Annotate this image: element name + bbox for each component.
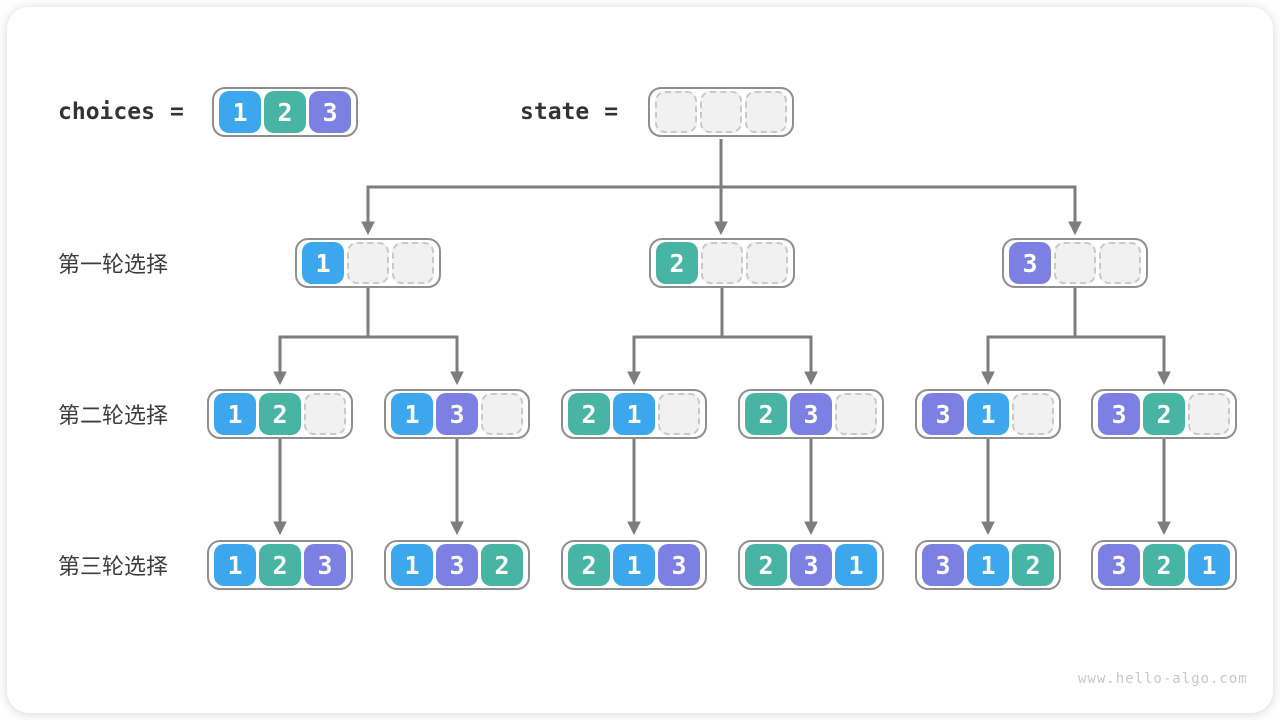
value-cell-1: 1 [613, 544, 655, 586]
value-cell-1: 1 [219, 91, 261, 133]
value-cell-3: 3 [790, 544, 832, 586]
value-cell-3: 3 [1009, 242, 1051, 284]
empty-slot-cell [347, 242, 389, 284]
empty-slot-cell [746, 242, 788, 284]
empty-slot-cell [701, 242, 743, 284]
value-cell-2: 2 [481, 544, 523, 586]
value-cell-3: 3 [1098, 393, 1140, 435]
value-cell-1: 1 [302, 242, 344, 284]
round-1-label: 第一轮选择 [58, 252, 169, 277]
round-3-label: 第三轮选择 [58, 554, 169, 579]
state-equals-sign: = [604, 99, 619, 125]
value-cell-3: 3 [1098, 544, 1140, 586]
round-1-state-node-1: 1 [295, 238, 441, 288]
state-array-node [648, 87, 794, 137]
value-cell-3: 3 [658, 544, 700, 586]
value-cell-1: 1 [214, 393, 256, 435]
value-cell-3: 3 [436, 544, 478, 586]
value-cell-1: 1 [391, 393, 433, 435]
value-cell-1: 1 [967, 393, 1009, 435]
value-cell-1: 1 [391, 544, 433, 586]
state-label: state [520, 99, 590, 125]
value-cell-1: 1 [835, 544, 877, 586]
value-cell-3: 3 [922, 544, 964, 586]
value-cell-2: 2 [745, 393, 787, 435]
value-cell-3: 3 [304, 544, 346, 586]
round-1-state-node-3: 3 [1002, 238, 1148, 288]
empty-slot-cell [1054, 242, 1096, 284]
value-cell-3: 3 [309, 91, 351, 133]
value-cell-2: 2 [1143, 544, 1185, 586]
empty-slot-cell [481, 393, 523, 435]
value-cell-2: 2 [656, 242, 698, 284]
value-cell-1: 1 [967, 544, 1009, 586]
empty-slot-cell [1012, 393, 1054, 435]
choices-label-group: choices = [58, 87, 184, 137]
empty-slot-cell [700, 91, 742, 133]
value-cell-1: 1 [214, 544, 256, 586]
value-cell-2: 2 [1143, 393, 1185, 435]
round-2-label: 第二轮选择 [58, 403, 169, 428]
value-cell-2: 2 [745, 544, 787, 586]
value-cell-1: 1 [613, 393, 655, 435]
empty-slot-cell [392, 242, 434, 284]
value-cell-3: 3 [436, 393, 478, 435]
value-cell-2: 2 [568, 544, 610, 586]
value-cell-2: 2 [1012, 544, 1054, 586]
empty-slot-cell [1099, 242, 1141, 284]
empty-slot-cell [304, 393, 346, 435]
value-cell-2: 2 [259, 393, 301, 435]
empty-slot-cell [745, 91, 787, 133]
choices-equals-sign: = [169, 99, 184, 125]
empty-slot-cell [658, 393, 700, 435]
round-1-state-node-2: 2 [649, 238, 795, 288]
value-cell-1: 1 [1188, 544, 1230, 586]
empty-slot-cell [655, 91, 697, 133]
value-cell-3: 3 [790, 393, 832, 435]
state-label-group: state = [520, 87, 618, 137]
value-cell-2: 2 [568, 393, 610, 435]
value-cell-3: 3 [922, 393, 964, 435]
empty-slot-cell [835, 393, 877, 435]
choices-label: choices [58, 99, 155, 125]
watermark: www.hello-algo.com [1078, 671, 1248, 687]
empty-slot-cell [1188, 393, 1230, 435]
value-cell-2: 2 [259, 544, 301, 586]
value-cell-2: 2 [264, 91, 306, 133]
